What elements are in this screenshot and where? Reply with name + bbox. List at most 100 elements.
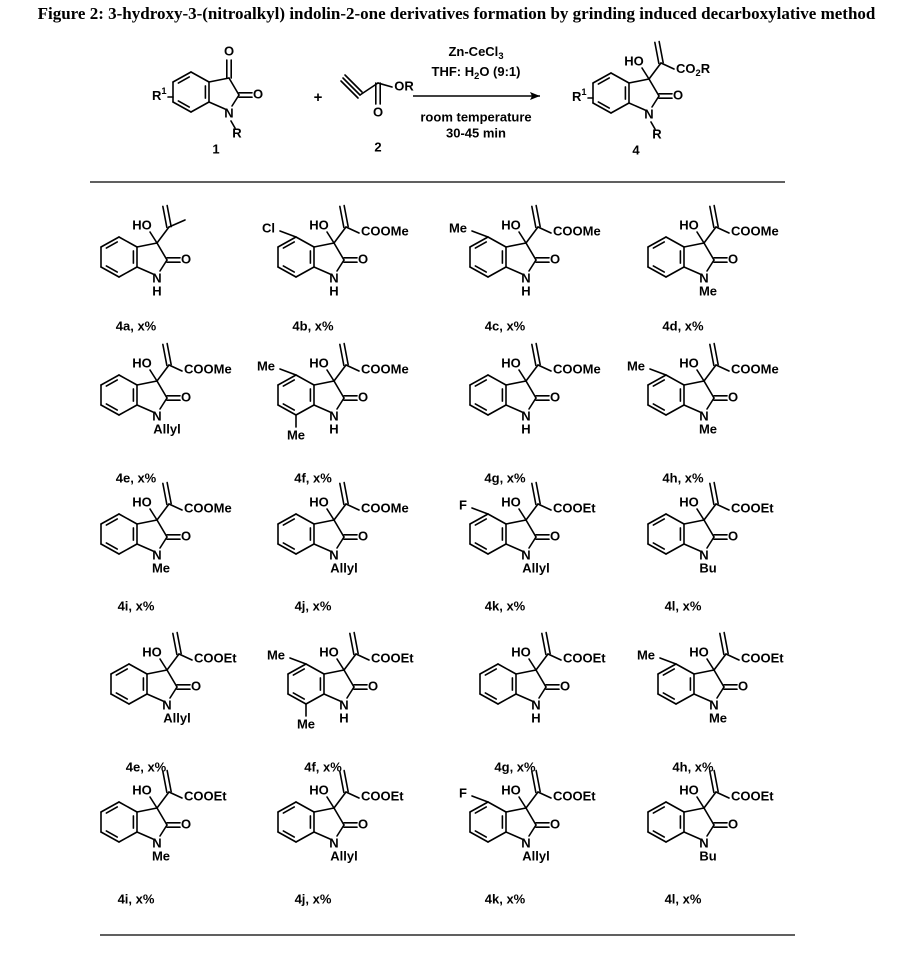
ring-bond xyxy=(323,669,345,675)
alkene-double-bond xyxy=(535,769,541,793)
hydroxy-bond xyxy=(706,658,715,671)
benzene-bond xyxy=(100,236,120,248)
alkene-bond xyxy=(343,653,357,671)
ring-bond xyxy=(313,519,335,525)
product-label: 4k, x% xyxy=(485,891,526,906)
n-substituent: Bu xyxy=(699,848,716,863)
hydroxy-bond xyxy=(336,658,345,671)
ring-bond xyxy=(343,669,355,688)
ester-group: COOEt xyxy=(371,650,414,665)
ring-bond xyxy=(628,102,646,111)
benzene-bond xyxy=(487,513,507,525)
benzene-bond xyxy=(592,102,612,114)
ring-bond xyxy=(706,397,715,410)
n-substituent: Me xyxy=(699,283,717,298)
ester-bond xyxy=(725,653,740,661)
benzene-bond xyxy=(277,831,297,843)
ring-nitrogen: N xyxy=(152,547,161,562)
hydroxy-group: HO xyxy=(142,644,162,659)
carbonyl-oxygen: O xyxy=(358,528,368,543)
alkene-double-bond xyxy=(709,482,715,506)
hydroxy-bond xyxy=(149,508,158,521)
ester-bond xyxy=(345,503,360,511)
n-substituent: H xyxy=(339,710,348,725)
ring-nitrogen: N xyxy=(699,270,708,285)
benzene-bond xyxy=(675,663,695,675)
ring-nitrogen: N xyxy=(699,547,708,562)
benzene-inner-bond xyxy=(474,830,488,838)
alkene-double-bond xyxy=(709,205,715,229)
ring-bond xyxy=(313,242,335,248)
n-substituent: H xyxy=(152,283,161,298)
alkene-double-bond xyxy=(545,631,551,655)
benzene-bond xyxy=(100,266,120,278)
hydroxy-bond xyxy=(326,508,335,521)
n-substituent: H xyxy=(521,283,530,298)
ring-bond xyxy=(683,380,705,386)
hydroxy-group: HO xyxy=(132,782,152,797)
product-label: 4l, x% xyxy=(665,891,702,906)
alkene-bond xyxy=(156,503,170,521)
hydroxy-bond xyxy=(696,508,705,521)
alkene-bond xyxy=(333,364,347,382)
ring-nitrogen: N xyxy=(521,270,530,285)
alkene-double-bond xyxy=(339,482,345,506)
benzene-bond xyxy=(647,831,667,843)
benzene-bond xyxy=(469,543,489,555)
ring-bond xyxy=(159,824,168,837)
n-substituent: Allyl xyxy=(330,848,357,863)
ring-nitrogen: N xyxy=(329,547,338,562)
ring-nitrogen: N xyxy=(329,835,338,850)
n-substituent: H xyxy=(329,283,338,298)
ring-bond xyxy=(336,824,345,837)
hydroxy-group: HO xyxy=(679,782,699,797)
hydroxy-group: HO xyxy=(689,644,709,659)
benzene-bond xyxy=(665,374,685,386)
benzene-bond xyxy=(295,513,315,525)
benzene-bond xyxy=(479,693,499,705)
product-label: 4g, x% xyxy=(484,470,526,485)
n-substituent-bond xyxy=(650,121,656,130)
ring-bond xyxy=(505,404,523,413)
hydroxy-group: HO xyxy=(132,217,152,232)
ring-bond xyxy=(136,242,158,248)
alkene-bond xyxy=(166,653,180,671)
ring-bond xyxy=(535,669,547,688)
condition-temperature: room temperature xyxy=(420,109,531,124)
benzene-inner-bond xyxy=(474,403,488,411)
alkene-double-bond xyxy=(176,631,182,655)
alkene-double-bond xyxy=(531,343,537,367)
ring-bond xyxy=(169,686,178,699)
benzene-bond xyxy=(118,831,138,843)
benzene-bond xyxy=(647,266,667,278)
alkene-bond xyxy=(525,791,539,809)
ester-group: COOEt xyxy=(194,650,237,665)
alkene-double-bond xyxy=(339,205,345,229)
benzene-bond xyxy=(118,404,138,416)
alkene-bond xyxy=(333,791,347,809)
hydroxy-group: HO xyxy=(511,644,531,659)
product-label: 4b, x% xyxy=(292,318,334,333)
r1-substituent-part: R xyxy=(572,89,582,104)
carbonyl-oxygen: O xyxy=(368,678,378,693)
alkene-double-bond xyxy=(162,205,168,229)
product-label: 4h, x% xyxy=(672,759,714,774)
hydroxy-bond xyxy=(696,796,705,809)
benzene-bond xyxy=(647,404,667,416)
alkene-bond xyxy=(525,226,539,244)
ring-nitrogen: N xyxy=(699,408,708,423)
benzene-bond xyxy=(592,72,612,84)
benzene-bond xyxy=(657,693,677,705)
ester-group: COOMe xyxy=(184,500,232,515)
alkene-double-bond xyxy=(166,342,172,366)
r1-substituent-part: R xyxy=(152,88,162,103)
ring-bond xyxy=(683,266,701,275)
n-substituent: R xyxy=(232,125,242,140)
ester-bond xyxy=(715,226,730,234)
benzene-bond xyxy=(295,374,315,386)
